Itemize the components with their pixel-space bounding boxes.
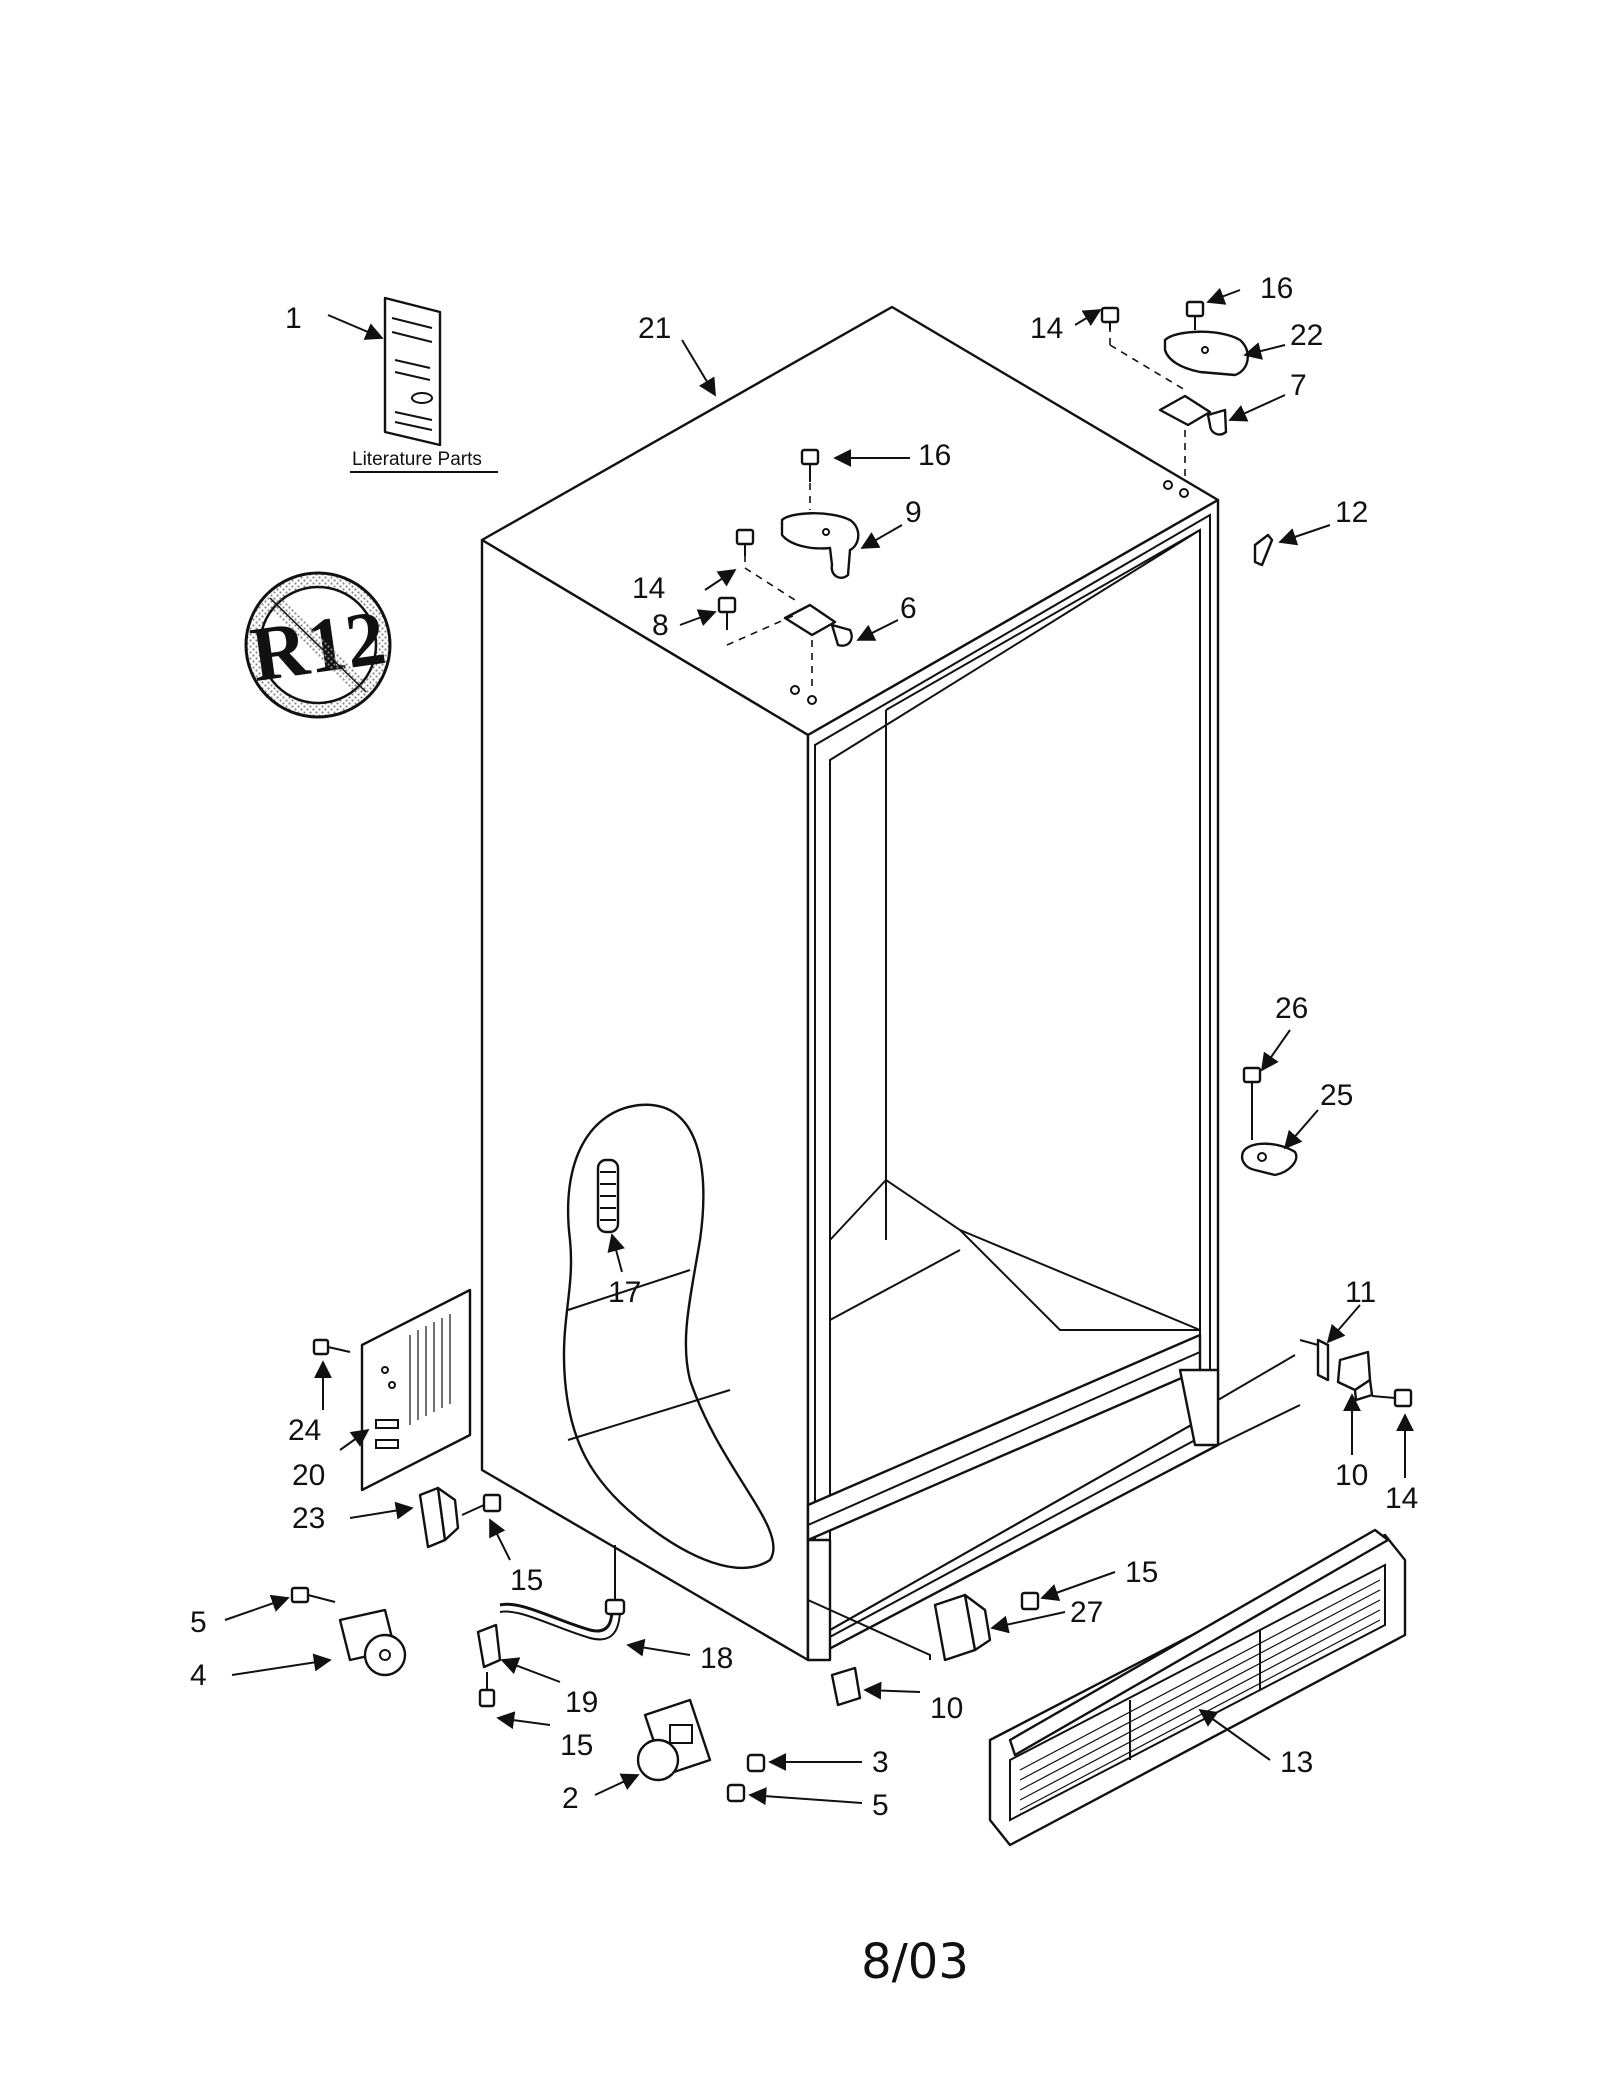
callout-labels: 1 21 16 14 22 7 16 9 14 12 8 6 26 25 17 … xyxy=(190,272,1418,1822)
part-2-roller-bracket xyxy=(636,1698,712,1782)
screw-14-right xyxy=(1100,306,1120,330)
callout-5-left: 5 xyxy=(190,1606,207,1639)
side-cutaway xyxy=(562,1103,775,1569)
condenser-coil xyxy=(596,1158,620,1234)
screw-15-bottom xyxy=(478,1672,496,1708)
callout-9: 9 xyxy=(905,496,922,529)
screw-5-bottom xyxy=(726,1783,746,1803)
screw-3 xyxy=(746,1753,766,1773)
clip-12 xyxy=(1253,533,1274,567)
callout-14-top-left: 14 xyxy=(632,572,665,605)
callout-12: 12 xyxy=(1335,496,1368,529)
cabinet-shell xyxy=(480,305,1301,1662)
callout-23: 23 xyxy=(292,1502,325,1535)
callout-20: 20 xyxy=(292,1459,325,1492)
toe-grille xyxy=(988,1528,1407,1847)
callout-3: 3 xyxy=(872,1746,889,1779)
part-25-bracket xyxy=(1241,1098,1298,1177)
screw-15-left xyxy=(461,1493,502,1516)
literature-booklet: Literature Parts xyxy=(350,296,498,473)
screw-24 xyxy=(312,1338,351,1356)
vent-slots xyxy=(409,1314,451,1425)
callout-17: 17 xyxy=(608,1276,641,1309)
callout-18: 18 xyxy=(700,1642,733,1675)
screw-26 xyxy=(1242,1066,1262,1100)
part-4-roller xyxy=(338,1608,407,1677)
callout-15-bottom: 15 xyxy=(560,1729,593,1762)
callout-7: 7 xyxy=(1290,369,1307,402)
callout-8: 8 xyxy=(652,609,669,642)
callout-1: 1 xyxy=(285,302,302,335)
callout-4: 4 xyxy=(190,1659,207,1692)
screw-14-lower-right xyxy=(1371,1388,1413,1408)
callout-13: 13 xyxy=(1280,1746,1313,1779)
part-10-bracket-right xyxy=(1336,1350,1374,1402)
part-19-clip xyxy=(476,1623,502,1669)
callout-10-right: 10 xyxy=(1335,1459,1368,1492)
part-18-tube xyxy=(499,1545,626,1641)
screw-14-left xyxy=(735,528,755,556)
callout-21: 21 xyxy=(638,312,671,345)
screw-8 xyxy=(717,596,737,630)
callout-5-bottom: 5 xyxy=(872,1789,889,1822)
callout-27: 27 xyxy=(1070,1596,1103,1629)
callout-14-lower-right: 14 xyxy=(1385,1482,1418,1515)
callout-22: 22 xyxy=(1290,319,1323,352)
callout-24: 24 xyxy=(288,1414,321,1447)
screw-16-top-right xyxy=(1185,300,1205,330)
top-hinge-left xyxy=(717,448,860,690)
screw-5-left xyxy=(290,1586,336,1604)
part-27-bracket xyxy=(933,1593,992,1662)
part-20-panel xyxy=(360,1288,472,1492)
callout-10-front: 10 xyxy=(930,1692,963,1725)
callout-15-left: 15 xyxy=(510,1564,543,1597)
screw-16-top-left xyxy=(800,448,820,482)
callout-25: 25 xyxy=(1320,1079,1353,1112)
part-23-bracket xyxy=(418,1486,460,1549)
date-code: 8/03 xyxy=(861,1934,969,1990)
callout-15-front: 15 xyxy=(1125,1556,1158,1589)
callout-2: 2 xyxy=(562,1782,579,1815)
callout-11: 11 xyxy=(1345,1276,1376,1309)
screw-15-front xyxy=(1020,1591,1040,1611)
top-hinge-right xyxy=(1100,300,1249,480)
callout-19: 19 xyxy=(565,1686,598,1719)
callout-26: 26 xyxy=(1275,992,1308,1025)
leader-arrows xyxy=(224,287,1414,1806)
callout-16-top-left: 16 xyxy=(918,439,951,472)
callout-6: 6 xyxy=(900,592,917,625)
part-11-plate xyxy=(1299,1338,1330,1382)
literature-parts-caption: Literature Parts xyxy=(352,449,482,470)
callout-14-top-right: 14 xyxy=(1030,312,1063,345)
no-r12-symbol: R12 xyxy=(244,571,392,719)
callout-16-top-right: 16 xyxy=(1260,272,1293,305)
part-10-bracket-front xyxy=(830,1666,862,1707)
